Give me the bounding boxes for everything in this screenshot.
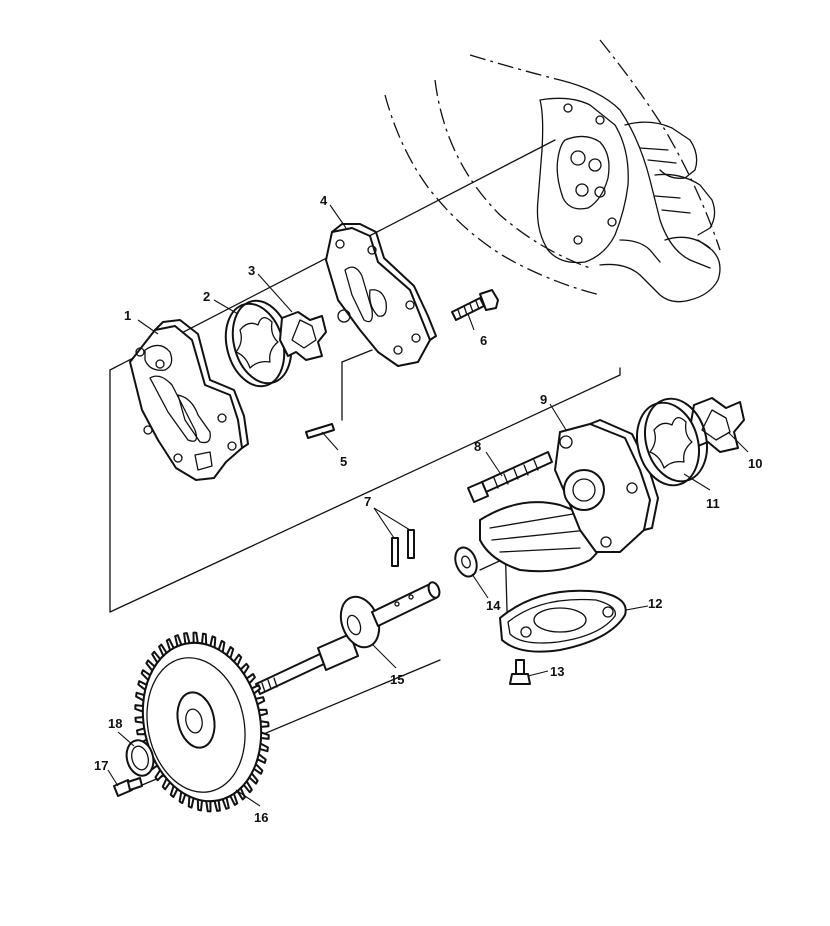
callout-11: 11 bbox=[706, 496, 720, 511]
callout-7: 7 bbox=[364, 494, 371, 509]
callout-3: 3 bbox=[248, 263, 255, 278]
part-11-outer-rotor bbox=[636, 397, 708, 487]
callout-16: 16 bbox=[254, 810, 268, 825]
callout-leaders bbox=[107, 204, 749, 807]
callout-8: 8 bbox=[474, 439, 481, 454]
callout-17: 17 bbox=[94, 758, 108, 773]
callout-9: 9 bbox=[540, 392, 547, 407]
part-13-screw bbox=[509, 659, 531, 685]
callout-1: 1 bbox=[124, 308, 131, 323]
part-9-pump-housing bbox=[479, 419, 659, 573]
part-8-long-bolt bbox=[467, 451, 553, 503]
part-17-bolt bbox=[113, 777, 143, 797]
callout-14: 14 bbox=[486, 598, 501, 613]
crankcase-phantom bbox=[384, 39, 721, 303]
callout-6: 6 bbox=[480, 333, 487, 348]
callout-13: 13 bbox=[550, 664, 564, 679]
part-16-drive-gear bbox=[134, 631, 270, 813]
callout-2: 2 bbox=[203, 289, 210, 304]
part-7-pins bbox=[391, 529, 415, 567]
callout-18: 18 bbox=[108, 716, 122, 731]
part-15-pump-shaft bbox=[255, 581, 441, 695]
callout-10: 10 bbox=[748, 456, 762, 471]
callout-labels: 1 2 3 4 5 6 7 8 9 10 11 12 13 14 15 16 1… bbox=[94, 193, 762, 825]
callout-5: 5 bbox=[340, 454, 347, 469]
part-6-bolt bbox=[451, 289, 499, 321]
part-5-dowel-pin bbox=[305, 423, 335, 439]
part-14-washer bbox=[454, 546, 478, 578]
part-1-pump-cover bbox=[129, 319, 249, 481]
callout-15: 15 bbox=[390, 672, 404, 687]
part-3-inner-rotor bbox=[279, 311, 327, 361]
callout-4: 4 bbox=[320, 193, 328, 208]
part-12-strainer-plate bbox=[499, 589, 627, 653]
part-4-pump-body bbox=[325, 223, 437, 367]
part-18-washer bbox=[125, 739, 155, 777]
callout-12: 12 bbox=[648, 596, 662, 611]
